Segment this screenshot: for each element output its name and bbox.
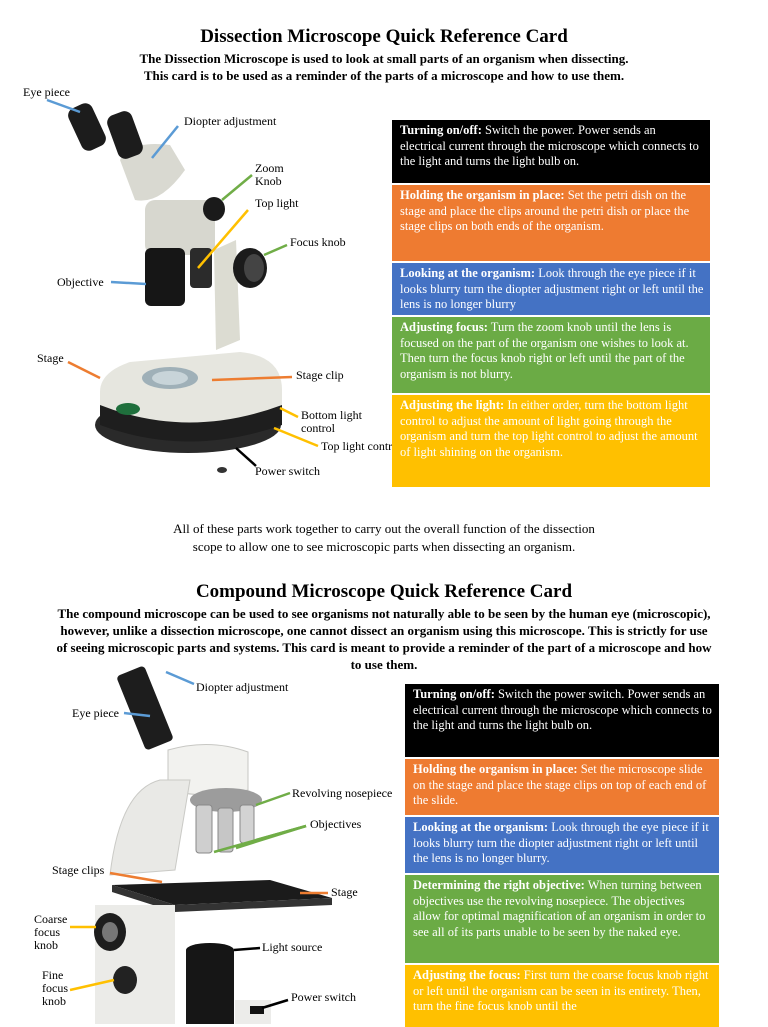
arrow-diopter (151, 125, 179, 159)
compound-intro-line: The compound microscope can be used to s… (57, 606, 711, 621)
arrow-nosepiece (255, 791, 291, 807)
card-text: Turn the zoom knob until the lens is foc… (400, 320, 689, 381)
arrow-top-light-control (273, 426, 319, 448)
label-zoom-knob: Zoom Knob (255, 161, 284, 188)
arrow-focus-knob (263, 243, 288, 257)
card-heading: Holding the organism in place: (400, 188, 565, 202)
label-stage: Stage (331, 885, 358, 899)
compound-intro-line: of seeing microscopic parts and systems.… (56, 640, 712, 655)
card-text: When turning between objectives use the … (413, 878, 706, 939)
card-text: Look through the eye piece if it looks b… (400, 266, 704, 311)
card-heading: Turning on/off: (413, 687, 495, 701)
dissection-intro-line: This card is to be used as a reminder of… (143, 68, 625, 83)
compound-intro-line: to use them. (350, 657, 418, 672)
label-objectives: Objectives (310, 817, 362, 831)
label-power-switch: Power switch (291, 990, 356, 1004)
card-heading: Looking at the organism: (400, 266, 536, 280)
arrow-top-light (197, 209, 249, 269)
card-text: First turn the coarse focus knob right o… (413, 968, 709, 1013)
label-bottom-light-control: Bottom light control (301, 408, 363, 435)
arrow-bottom-light (279, 406, 299, 419)
card-determining-objective: Determining the right objective: When tu… (405, 875, 719, 963)
card-heading: Looking at the organism: (413, 820, 549, 834)
arrow-objective-3 (255, 824, 307, 842)
compound-microscope-illustration (69, 666, 332, 1024)
arrow-objective (110, 280, 147, 286)
arrow-diopter (165, 670, 195, 686)
card-text: Set the petri dish on the stage and plac… (400, 188, 690, 233)
arrow-power-switch (235, 447, 257, 467)
arrow-power-switch (261, 998, 289, 1010)
summary-line: scope to allow one to see microscopic pa… (192, 539, 576, 554)
arrow-stage-clip (211, 375, 293, 382)
label-stage-clip: Stage clip (296, 368, 344, 382)
compound-title: Compound Microscope Quick Reference Card (195, 581, 573, 602)
label-stage: Stage (37, 351, 64, 365)
card-turning-on-off: Turning on/off: Switch the power. Power … (392, 120, 710, 183)
arrow-eye-piece (46, 98, 81, 114)
dissection-microscope-illustration (46, 98, 319, 473)
label-light-source: Light source (262, 940, 323, 954)
dissection-title: Dissection Microscope Quick Reference Ca… (200, 26, 568, 47)
card-text: Set the microscope slide on the stage an… (413, 762, 707, 807)
card-holding-organism: Holding the organism in place: Set the m… (405, 759, 719, 815)
dissection-intro-line: The Dissection Microscope is used to loo… (139, 51, 629, 66)
label-power-switch: Power switch (255, 464, 320, 478)
card-text: Switch the power. Power sends an electri… (400, 123, 699, 168)
card-heading: Adjusting the light: (400, 398, 505, 412)
card-heading: Determining the right objective: (413, 878, 585, 892)
label-top-light-control: Top light control (321, 439, 402, 453)
compound-reference-cards: Turning on/off: Switch the power switch.… (405, 684, 719, 1027)
label-diopter-adjustment: Diopter adjustment (196, 680, 289, 694)
label-coarse-focus-knob: Coarse focus knob (34, 912, 68, 952)
arrow-zoom-knob (221, 174, 253, 201)
arrow-eye-piece (123, 711, 151, 718)
dissection-summary: All of these parts work together to carr… (0, 520, 768, 556)
label-focus-knob: Focus knob (290, 235, 346, 249)
label-objective: Objective (57, 275, 104, 289)
card-text: Look through the eye piece if it looks b… (413, 820, 709, 865)
label-fine-focus-knob: Fine focus knob (42, 968, 68, 1008)
card-looking-at-organism: Looking at the organism: Look through th… (405, 817, 719, 873)
card-heading: Holding the organism in place: (413, 762, 578, 776)
arrow-fine (69, 978, 115, 992)
card-looking-at-organism: Looking at the organism: Look through th… (392, 263, 710, 315)
card-holding-organism: Holding the organism in place: Set the p… (392, 185, 710, 261)
card-turning-on-off: Turning on/off: Switch the power switch.… (405, 684, 719, 757)
summary-line: All of these parts work together to carr… (173, 521, 595, 536)
arrow-stage (67, 360, 101, 380)
compound-intro: The compound microscope can be used to s… (0, 605, 768, 673)
card-heading: Turning on/off: (400, 123, 482, 137)
label-stage-clips: Stage clips (52, 863, 105, 877)
card-adjusting-light: Adjusting the light: In either order, tu… (392, 395, 710, 487)
label-eye-piece: Eye piece (23, 85, 70, 99)
card-heading: Adjusting focus: (400, 320, 488, 334)
card-adjusting-focus: Adjusting focus: Turn the zoom knob unti… (392, 317, 710, 393)
card-text: Switch the power switch. Power sends an … (413, 687, 712, 732)
compound-intro-line: however, unlike a dissection microscope,… (60, 623, 708, 638)
dissection-intro: The Dissection Microscope is used to loo… (0, 50, 768, 84)
label-top-light: Top light (255, 196, 299, 210)
arrow-light-source (233, 946, 261, 952)
label-revolving-nosepiece: Revolving nosepiece (292, 786, 393, 800)
card-heading: Adjusting the focus: (413, 968, 521, 982)
label-eye-piece: Eye piece (72, 706, 119, 720)
label-diopter-adjustment: Diopter adjustment (184, 114, 277, 128)
dissection-reference-cards: Turning on/off: Switch the power. Power … (392, 120, 710, 487)
card-adjusting-focus: Adjusting the focus: First turn the coar… (405, 965, 719, 1027)
card-text: In either order, turn the bottom light c… (400, 398, 698, 459)
arrow-stage-clips (109, 871, 163, 884)
